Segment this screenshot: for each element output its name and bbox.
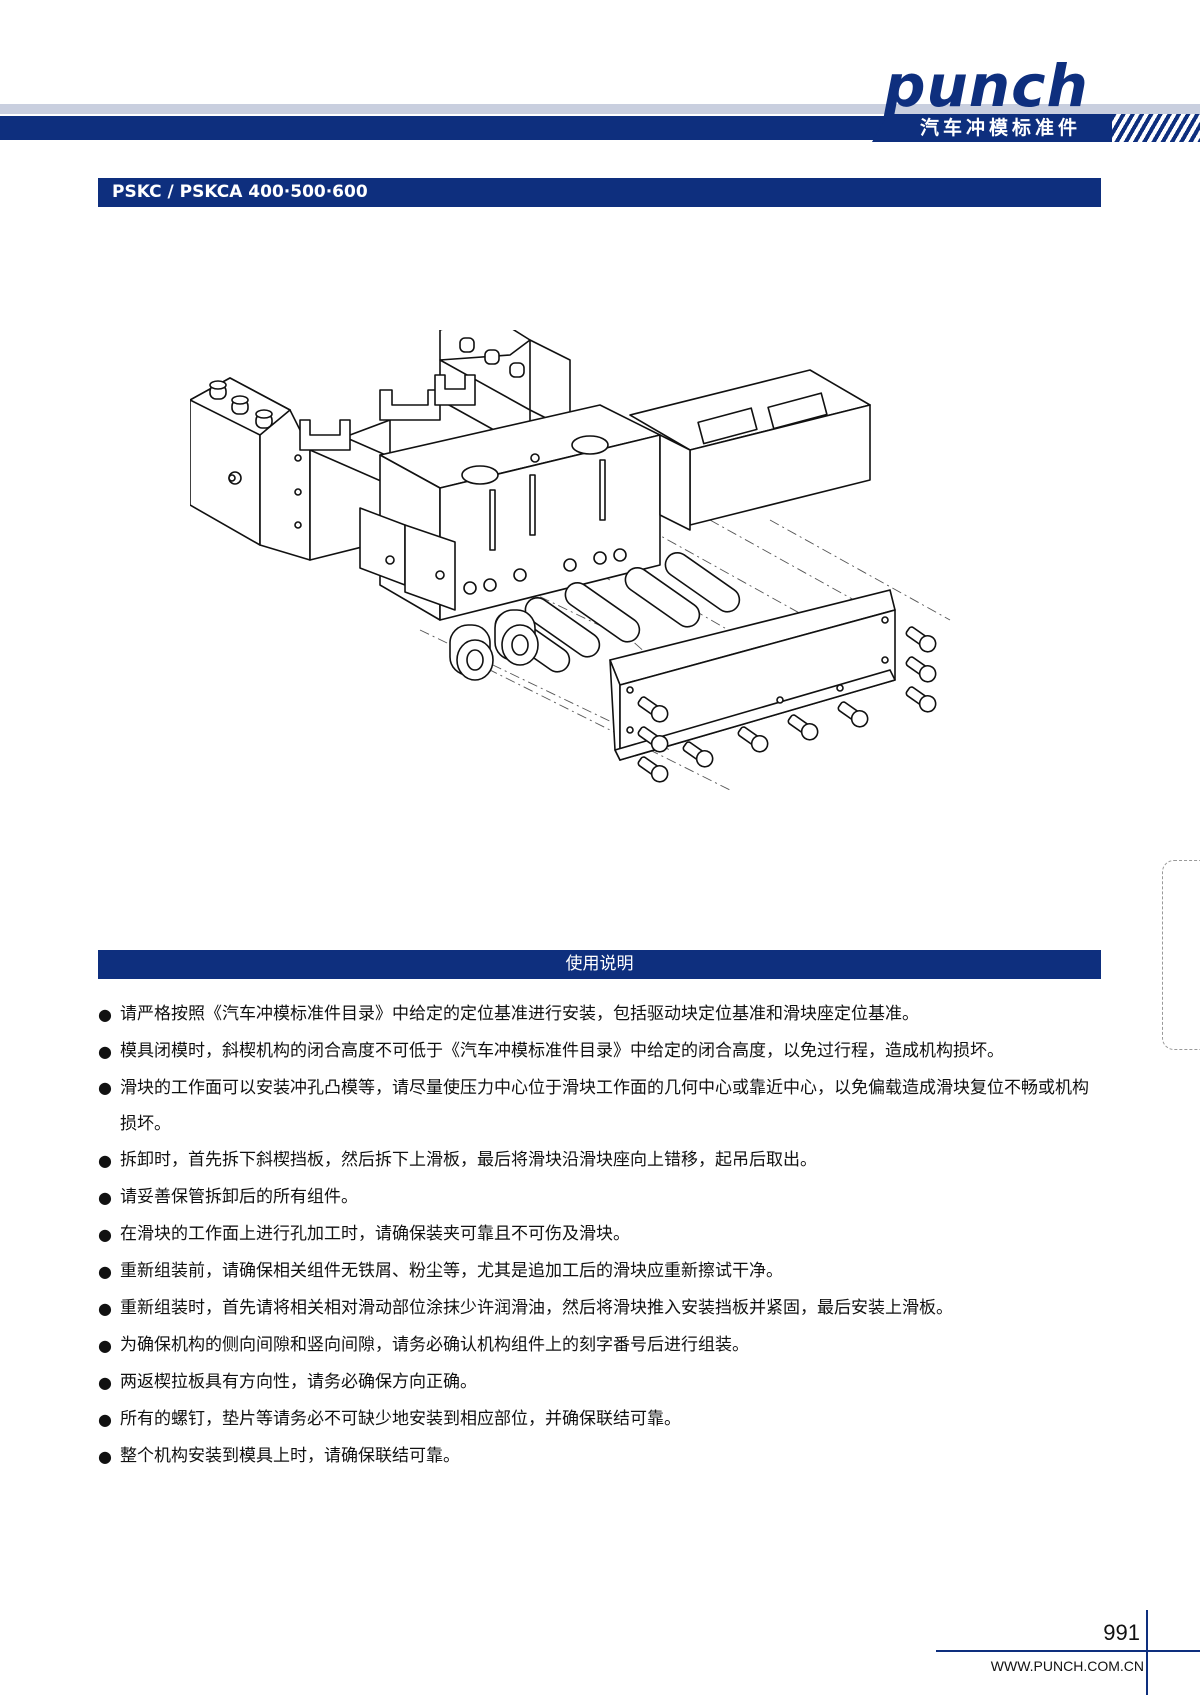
footer-vertical-rule xyxy=(1146,1610,1148,1695)
list-item: ● 模具闭模时，斜楔机构的闭合高度不可低于《汽车冲模标准件目录》中给定的闭合高度，… xyxy=(98,1033,1098,1070)
instruction-text: 整个机构安装到模具上时，请确保联结可靠。 xyxy=(120,1446,460,1466)
list-item: ● 重新组装前，请确保相关组件无铁屑、粉尘等，尤其是追加工后的滑块应重新擦试干净。 xyxy=(98,1253,1098,1290)
bullet-icon: ● xyxy=(98,1151,112,1170)
brand-tagline: 汽车冲模标准件 xyxy=(920,117,1082,139)
usage-title: 使用说明 xyxy=(565,954,634,974)
bullet-icon: ● xyxy=(98,1005,112,1024)
list-item: ● 重新组装时，首先请将相关相对滑动部位涂抹少许润滑油，然后将滑块推入安装挡板并紧… xyxy=(98,1290,1098,1327)
model-title: PSKC / PSKCA 400·500·600 xyxy=(112,182,368,202)
brand-hatch xyxy=(1112,114,1200,142)
instruction-text: 拆卸时，首先拆下斜楔挡板，然后拆下上滑板，最后将滑块沿滑块座向上错移，起吊后取出… xyxy=(120,1150,817,1170)
usage-title-bar: 使用说明 xyxy=(98,950,1101,979)
list-item: ● 为确保机构的侧向间隙和竖向间隙，请务必确认机构组件上的刻字番号后进行组装。 xyxy=(98,1327,1098,1364)
bullet-icon: ● xyxy=(98,1410,112,1429)
bullet-icon: ● xyxy=(98,1299,112,1318)
exploded-assembly-icon xyxy=(190,330,951,791)
instruction-text: 重新组装时，首先请将相关相对滑动部位涂抹少许润滑油，然后将滑块推入安装挡板并紧固… xyxy=(120,1298,953,1318)
list-item: ● 请严格按照《汽车冲模标准件目录》中给定的定位基准进行安装，包括驱动块定位基准和… xyxy=(98,996,1098,1033)
side-tab-outline xyxy=(1162,860,1200,1050)
page-number: 991 xyxy=(1103,1620,1140,1645)
list-item: ● 拆卸时，首先拆下斜楔挡板，然后拆下上滑板，最后将滑块沿滑块座向上错移，起吊后取… xyxy=(98,1142,1098,1179)
instruction-text: 重新组装前，请确保相关组件无铁屑、粉尘等，尤其是追加工后的滑块应重新擦试干净。 xyxy=(120,1261,783,1281)
instruction-text: 所有的螺钉，垫片等请务必不可缺少地安装到相应部位，并确保联结可靠。 xyxy=(120,1409,681,1429)
instruction-text: 在滑块的工作面上进行孔加工时，请确保装夹可靠且不可伤及滑块。 xyxy=(120,1224,630,1244)
model-title-bar: PSKC / PSKCA 400·500·600 xyxy=(98,178,1101,207)
footer-horizontal-rule xyxy=(936,1650,1200,1652)
bullet-icon: ● xyxy=(98,1373,112,1392)
website-url: WWW.PUNCH.COM.CN xyxy=(990,1658,1144,1674)
instruction-text: 请严格按照《汽车冲模标准件目录》中给定的定位基准进行安装，包括驱动块定位基准和滑… xyxy=(120,1004,919,1024)
instruction-text: 为确保机构的侧向间隙和竖向间隙，请务必确认机构组件上的刻字番号后进行组装。 xyxy=(120,1335,749,1355)
bullet-icon: ● xyxy=(98,1262,112,1281)
instruction-text: 模具闭模时，斜楔机构的闭合高度不可低于《汽车冲模标准件目录》中给定的闭合高度，以… xyxy=(120,1041,1004,1061)
instruction-text: 滑块的工作面可以安装冲孔凸模等，请尽量使压力中心位于滑块工作面的几何中心或靠近中… xyxy=(120,1078,1089,1134)
list-item: ● 在滑块的工作面上进行孔加工时，请确保装夹可靠且不可伤及滑块。 xyxy=(98,1216,1098,1253)
bullet-icon: ● xyxy=(98,1336,112,1355)
instruction-text: 请妥善保管拆卸后的所有组件。 xyxy=(120,1187,358,1207)
instruction-list: ● 请严格按照《汽车冲模标准件目录》中给定的定位基准进行安装，包括驱动块定位基准和… xyxy=(98,996,1098,1475)
brand-logo: punch 汽车冲模标准件 xyxy=(872,56,1200,142)
bullet-icon: ● xyxy=(98,1042,112,1061)
bullet-icon: ● xyxy=(98,1447,112,1466)
list-item: ● 整个机构安装到模具上时，请确保联结可靠。 xyxy=(98,1438,1098,1475)
instruction-text: 两返楔拉板具有方向性，请务必确保方向正确。 xyxy=(120,1372,477,1392)
bullet-icon: ● xyxy=(98,1225,112,1244)
list-item: ● 滑块的工作面可以安装冲孔凸模等，请尽量使压力中心位于滑块工作面的几何中心或靠近… xyxy=(98,1070,1098,1142)
header-stripe-light xyxy=(0,104,1200,114)
list-item: ● 所有的螺钉，垫片等请务必不可缺少地安装到相应部位，并确保联结可靠。 xyxy=(98,1401,1098,1438)
bullet-icon: ● xyxy=(98,1188,112,1207)
list-item: ● 两返楔拉板具有方向性，请务必确保方向正确。 xyxy=(98,1364,1098,1401)
brand-wordmark: punch xyxy=(884,52,1089,120)
bullet-icon: ● xyxy=(98,1078,112,1097)
list-item: ● 请妥善保管拆卸后的所有组件。 xyxy=(98,1179,1098,1216)
